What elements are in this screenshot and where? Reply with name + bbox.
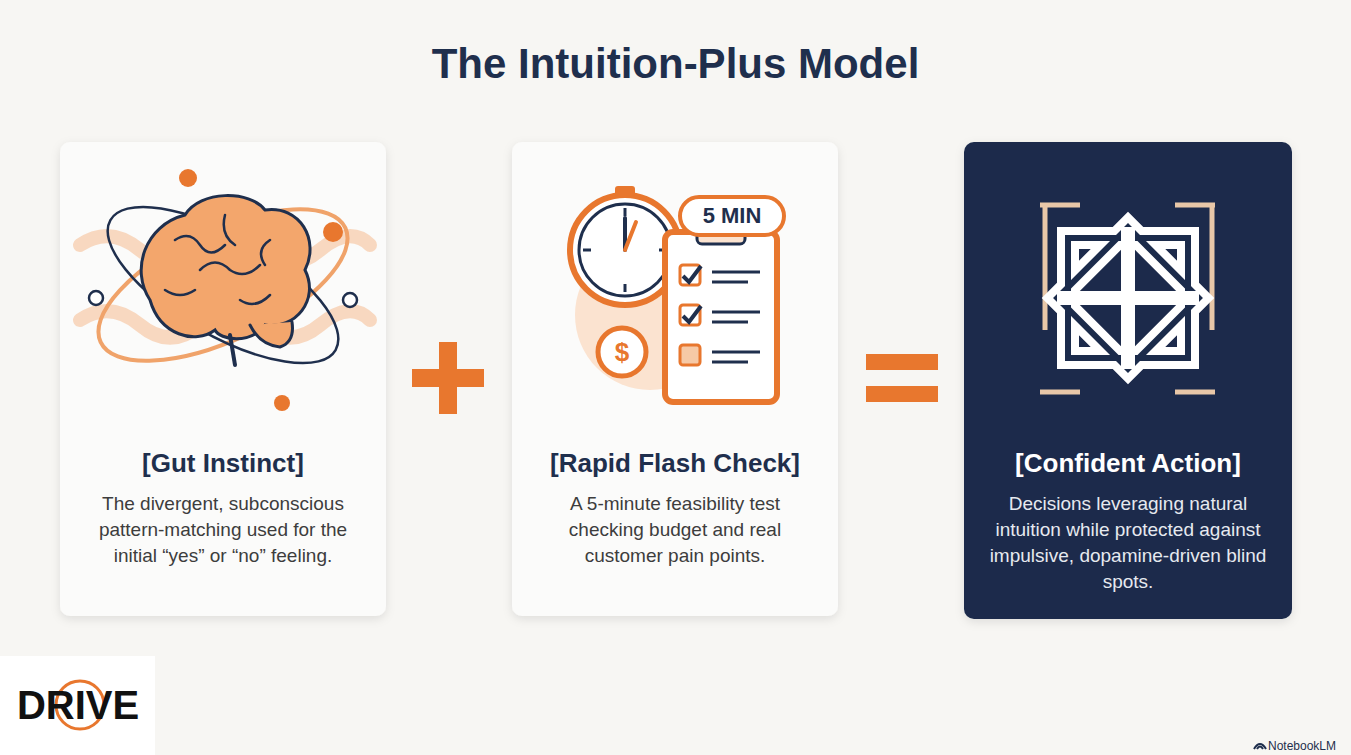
brand-logo: DRIVE (8, 682, 148, 728)
time-badge-label: 5 MIN (680, 197, 784, 235)
watermark-icon (1254, 744, 1266, 749)
coin-symbol (598, 328, 646, 376)
concept-card: [Gut Instinct] The divergent, subconsciou… (60, 142, 386, 616)
card-background (964, 142, 1292, 619)
card-body: Decisions leveraging natural intuition w… (986, 491, 1270, 595)
plus-symbol (412, 342, 484, 414)
card-background (512, 142, 838, 616)
time-badge (680, 197, 784, 235)
card-content: [Gut Instinct] The divergent, subconsciou… (82, 447, 364, 569)
card-heading: [Confident Action] (986, 447, 1270, 479)
diagram-title: The Intuition-Plus Model (0, 40, 1351, 88)
brain-illustration (77, 169, 370, 411)
knot-symbol (1040, 205, 1215, 392)
card-background (60, 142, 386, 616)
watermark: NotebookLM (1268, 738, 1348, 754)
card-content: [Rapid Flash Check] A 5-minute feasibilit… (534, 447, 816, 569)
checklist-illustration (570, 186, 784, 402)
equals-symbol (866, 354, 938, 402)
card-body: A 5-minute feasibility test checking bud… (534, 491, 816, 569)
card-heading: [Gut Instinct] (82, 447, 364, 479)
card-heading: [Rapid Flash Check] (534, 447, 816, 479)
logo-panel (0, 656, 155, 755)
card-content: [Confident Action] Decisions leveraging n… (986, 447, 1270, 595)
currency-symbol: $ (598, 336, 646, 368)
concept-card: [Rapid Flash Check] A 5-minute feasibilit… (512, 142, 838, 616)
concept-card: [Confident Action] Decisions leveraging n… (964, 142, 1292, 619)
card-body: The divergent, subconscious pattern-matc… (82, 491, 364, 569)
